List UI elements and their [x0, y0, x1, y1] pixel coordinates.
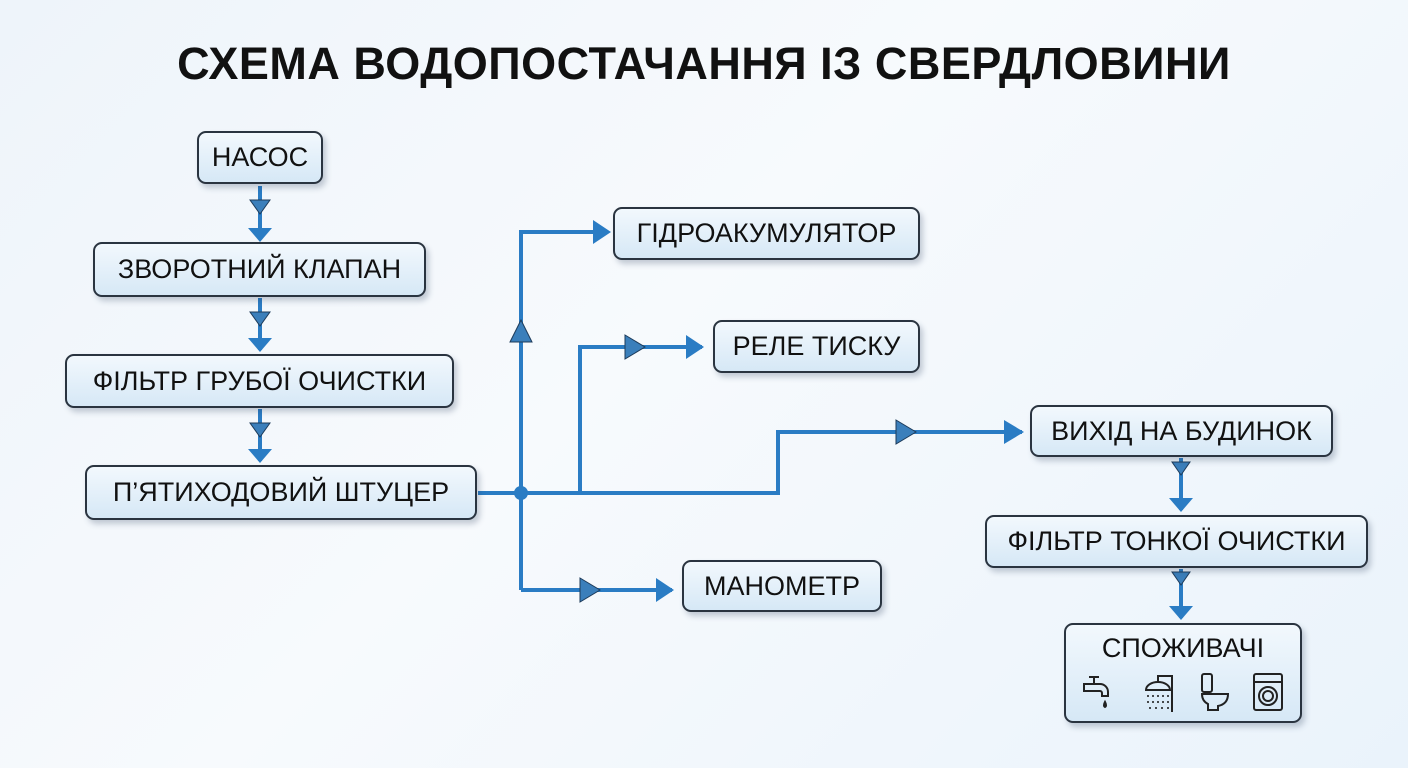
- node-consumers: СПОЖИВАЧІ: [1064, 623, 1302, 723]
- node-label: НАСОС: [211, 142, 309, 172]
- node-label: РЕЛЕ ТИСКУ: [732, 331, 901, 361]
- toilet-icon: [1200, 673, 1230, 711]
- line-to-relay: [578, 345, 702, 493]
- line-to-accumulator: [519, 230, 607, 590]
- line-to-house: [478, 430, 1022, 495]
- node-label: П’ЯТИХОДОВИЙ ШТУЦЕР: [112, 477, 450, 507]
- node-accumulator: ГІДРОАКУМУЛЯТОР: [613, 207, 920, 260]
- node-label: ФІЛЬТР ТОНКОЇ ОЧИСТКИ: [1007, 526, 1346, 556]
- node-pump: НАСОС: [197, 131, 323, 184]
- node-label: ГІДРОАКУМУЛЯТОР: [636, 218, 897, 248]
- node-label: ЗВОРОТНИЙ КЛАПАН: [117, 254, 402, 284]
- node-house-outlet: ВИХІД НА БУДИНОК: [1030, 405, 1333, 457]
- node-label: ВИХІД НА БУДИНОК: [1051, 415, 1312, 446]
- node-check-valve: ЗВОРОТНИЙ КЛАПАН: [93, 242, 426, 297]
- node-fitting: П’ЯТИХОДОВИЙ ШТУЦЕР: [85, 465, 477, 520]
- node-label: СПОЖИВАЧІ: [1101, 633, 1265, 663]
- node-pressure-switch: РЕЛЕ ТИСКУ: [713, 320, 920, 373]
- faucet-icon: [1083, 676, 1109, 709]
- washing-machine-icon: [1253, 673, 1283, 711]
- node-coarse-filter: ФІЛЬТР ГРУБОЇ ОЧИСТКИ: [65, 354, 454, 408]
- node-label: ФІЛЬТР ГРУБОЇ ОЧИСТКИ: [92, 365, 427, 396]
- shower-icon: [1144, 675, 1173, 712]
- node-fine-filter: ФІЛЬТР ТОНКОЇ ОЧИСТКИ: [985, 515, 1368, 568]
- page-title: СХЕМА ВОДОПОСТАЧАННЯ ІЗ СВЕРДЛОВИНИ: [177, 38, 1231, 89]
- node-label: МАНОМЕТР: [703, 570, 860, 601]
- node-manometer: МАНОМЕТР: [682, 560, 882, 612]
